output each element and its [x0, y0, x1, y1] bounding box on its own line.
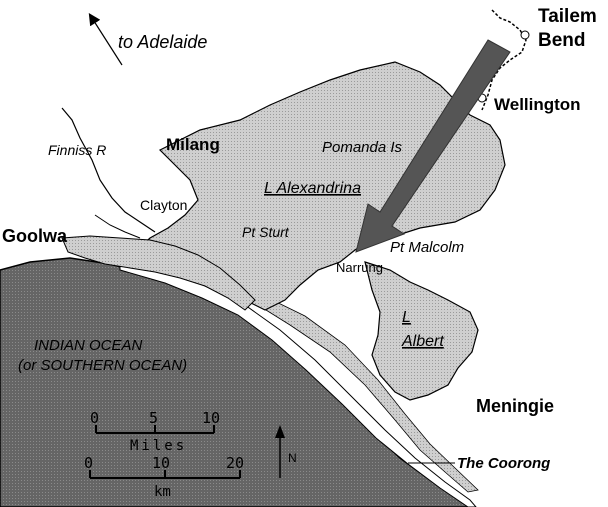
lake-albert [364, 261, 479, 401]
coorong-label: The Coorong [457, 455, 550, 472]
scale-miles-unit: Miles [130, 438, 187, 454]
point-sturt-label: Pt Sturt [242, 224, 290, 240]
point-malcolm-label: Pt Malcolm [390, 239, 464, 256]
tailem-bend-label-2: Bend [538, 30, 586, 51]
to-adelaide-label: to Adelaide [118, 32, 207, 52]
narrung-label: Narrung [336, 260, 383, 275]
river-murray [481, 9, 527, 111]
scale-miles-tick-10: 10 [202, 409, 220, 427]
pointer-arrow [355, 39, 511, 253]
scale-km-tick-20: 20 [226, 454, 244, 472]
scale-km-tick-10: 10 [152, 454, 170, 472]
tailem-bend-marker [520, 30, 530, 40]
finniss-river-label: Finniss R [48, 142, 106, 158]
clayton-label: Clayton [140, 197, 187, 213]
scale-miles-tick-5: 5 [149, 409, 158, 427]
scale-bar [89, 425, 241, 479]
scale-km-tick-0: 0 [84, 454, 93, 472]
wellington-label: Wellington [494, 95, 581, 114]
tailem-bend-label-1: Tailem [538, 6, 597, 27]
milang-label: Milang [166, 135, 220, 154]
lake-alexandrina-label: L Alexandrina [264, 180, 361, 197]
coorong-beach-strip [119, 261, 477, 507]
north-arrow [275, 425, 285, 478]
lake-albert-label-1: L [402, 309, 411, 326]
ocean-label-2: (or SOUTHERN OCEAN) [18, 357, 187, 374]
meningie-label: Meningie [476, 396, 554, 416]
north-label: N [288, 451, 297, 465]
finniss-river [61, 107, 156, 233]
pomanda-island-label: Pomanda Is [322, 139, 403, 156]
currency-creek [94, 214, 141, 239]
scale-miles-tick-0: 0 [90, 409, 99, 427]
to-adelaide-arrow [88, 12, 123, 66]
lake-albert-label-2: Albert [401, 333, 444, 350]
goolwa-channel [61, 235, 256, 311]
ocean-label-1: INDIAN OCEAN [34, 337, 143, 354]
coorong-lagoon [209, 281, 479, 493]
scale-km-unit: km [154, 484, 171, 500]
goolwa-label: Goolwa [2, 226, 68, 246]
